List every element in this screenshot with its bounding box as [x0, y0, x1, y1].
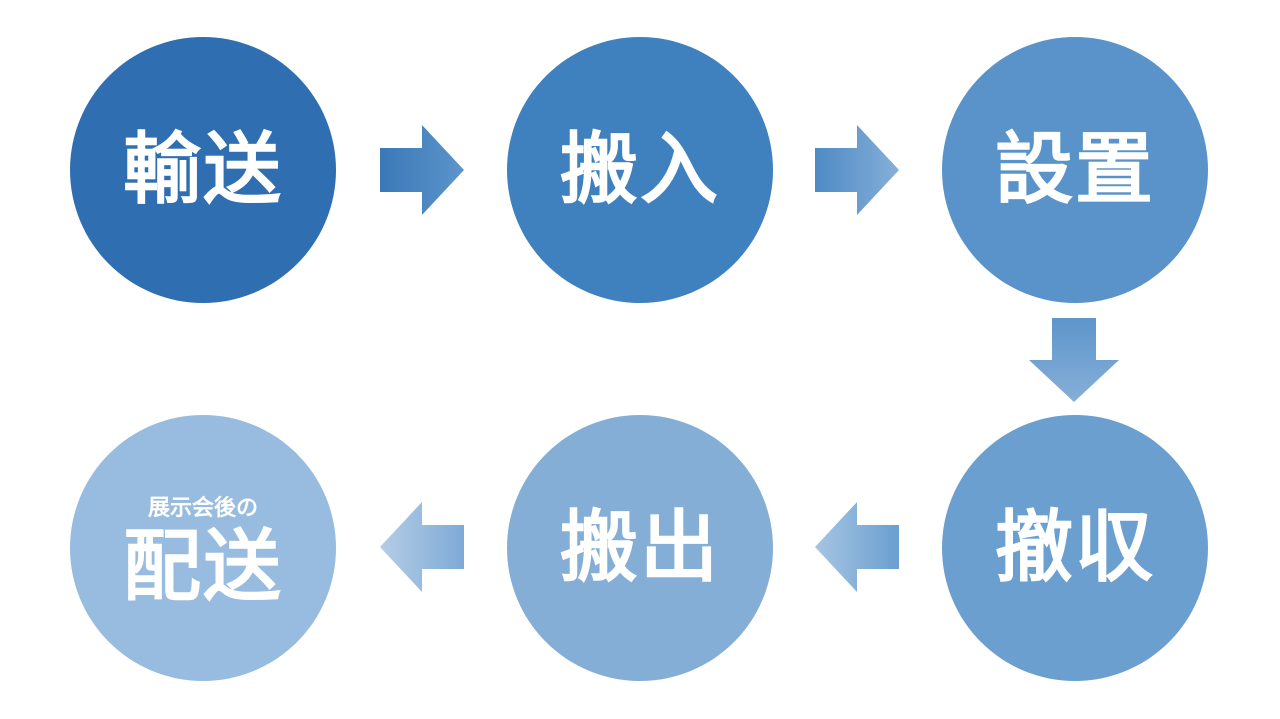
arrow-right-icon — [815, 125, 899, 215]
step-transport: 輸送 — [70, 37, 336, 303]
step-label: 配送 — [122, 522, 283, 612]
step-label: 設置 — [994, 125, 1155, 215]
step-delivery: 展示会後の 配送 — [70, 415, 336, 681]
step-label: 搬出 — [559, 503, 720, 593]
step-removal: 撤収 — [942, 415, 1208, 681]
step-label: 輸送 — [122, 125, 283, 215]
arrow-down-icon — [1029, 318, 1119, 402]
step-carry-in: 搬入 — [507, 37, 773, 303]
arrow-left-icon — [380, 502, 464, 592]
arrow-right-icon — [380, 125, 464, 215]
step-installation: 設置 — [942, 37, 1208, 303]
step-label: 撤収 — [994, 503, 1155, 593]
arrow-left-icon — [815, 502, 899, 592]
step-label: 搬入 — [559, 125, 720, 215]
step-carry-out: 搬出 — [507, 415, 773, 681]
step-sublabel: 展示会後の — [147, 496, 258, 521]
